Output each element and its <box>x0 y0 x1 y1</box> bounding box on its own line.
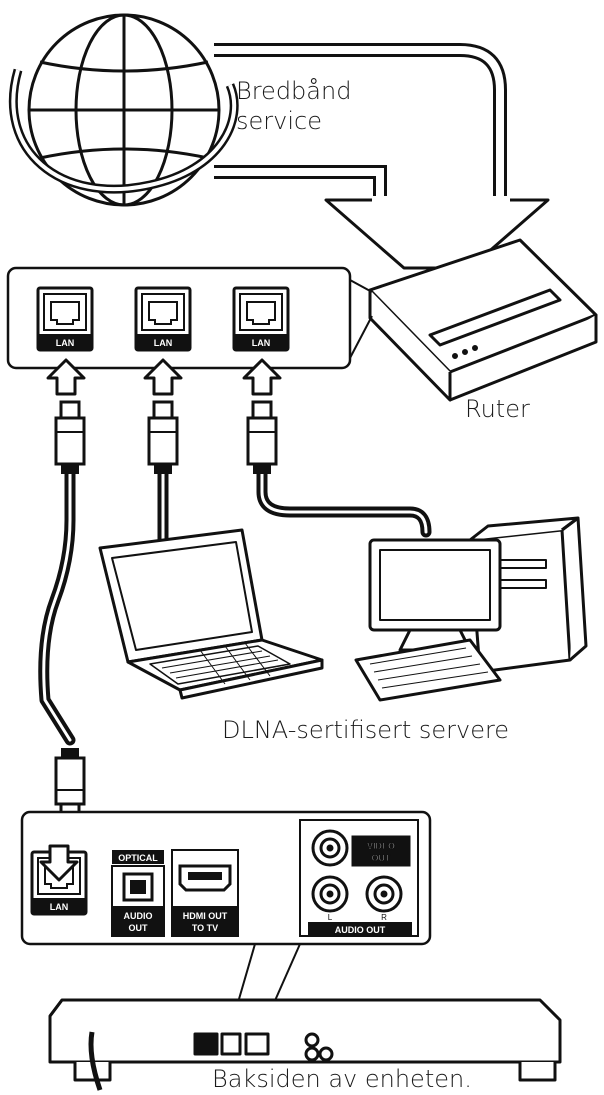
router-icon <box>368 238 598 402</box>
laptop-icon <box>98 528 324 700</box>
svg-text:OPTICAL: OPTICAL <box>118 853 158 863</box>
lan-label: LAN <box>56 338 75 348</box>
svg-text:AUDIO: AUDIO <box>124 911 153 921</box>
router-lan-panel: LAN LAN LAN <box>6 266 373 370</box>
ethernet-plug <box>54 746 86 822</box>
svg-text:R: R <box>381 913 387 922</box>
broadband-connection <box>214 43 550 270</box>
ethernet-plug <box>246 400 278 476</box>
ethernet-plug <box>147 400 179 476</box>
svg-text:AUDIO OUT: AUDIO OUT <box>335 925 386 935</box>
device-rear-label: Baksiden av enheten. <box>212 1064 472 1094</box>
ethernet-plug <box>54 400 86 476</box>
device-rear-icon <box>48 998 562 1091</box>
broadband-service-label: Bredbånd service <box>236 77 352 135</box>
svg-text:HDMI OUT: HDMI OUT <box>183 911 228 921</box>
audio-out-ports: L R AUDIO OUT <box>308 875 412 936</box>
optical-audio-port: OPTICAL AUDIO OUT <box>111 850 165 937</box>
svg-text:VIDEO: VIDEO <box>367 841 395 851</box>
svg-text:OUT: OUT <box>372 853 392 863</box>
lan-label: LAN <box>154 338 173 348</box>
svg-text:OUT: OUT <box>129 923 149 933</box>
lan-label: LAN <box>50 902 69 912</box>
hdmi-port: HDMI OUT TO TV <box>171 849 239 937</box>
svg-text:L: L <box>328 913 333 922</box>
video-out-port: VIDEO OUT <box>299 819 419 937</box>
globe-icon <box>8 13 239 207</box>
ethernet-cables <box>38 464 432 746</box>
svg-text:TO TV: TO TV <box>192 923 218 933</box>
lan-label: LAN <box>252 338 271 348</box>
router-label: Ruter <box>465 395 530 423</box>
dlna-servers-label: DLNA-sertifisert servere <box>222 716 510 744</box>
device-port-panel: LAN OPTICAL AUDIO OUT HDMI OUT TO TV <box>20 810 432 1031</box>
desktop-computer-icon <box>354 516 588 702</box>
